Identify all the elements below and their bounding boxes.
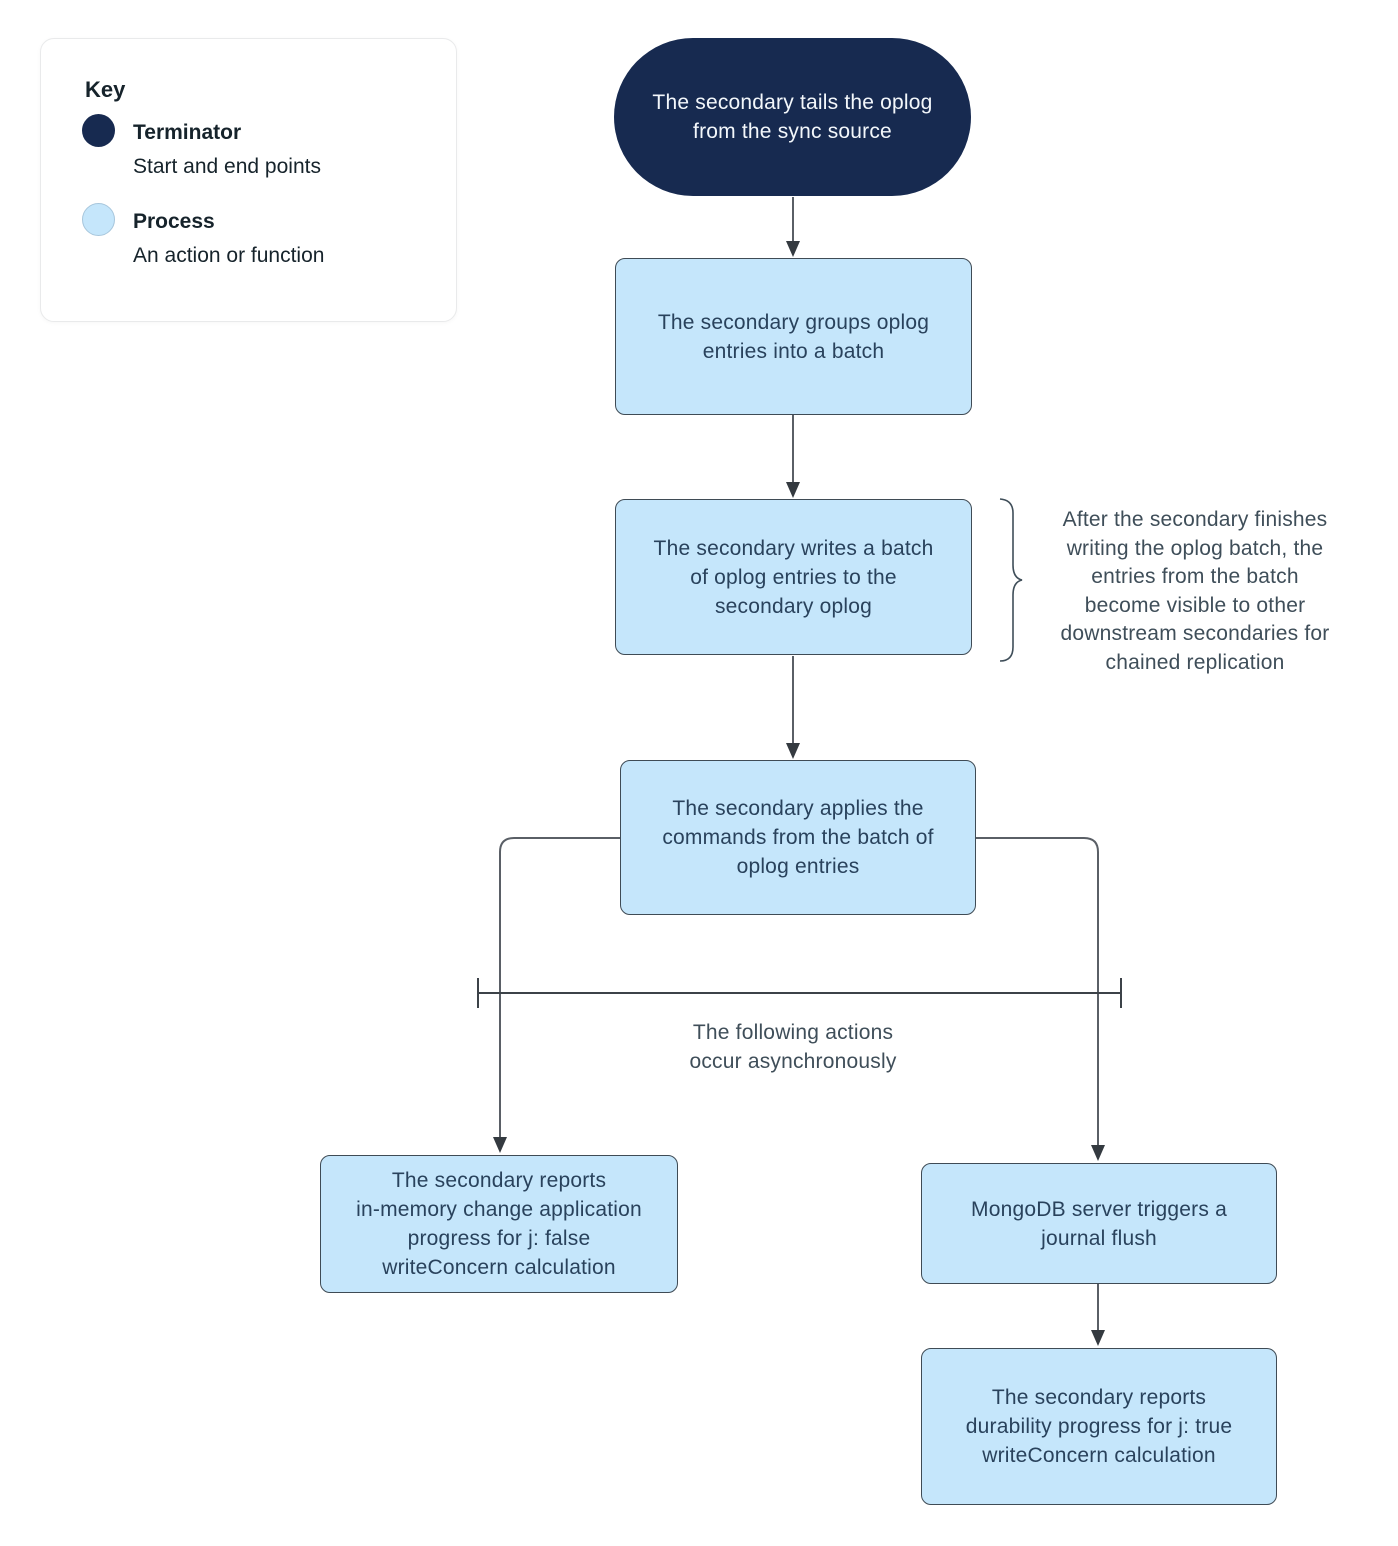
node-journal-flush: MongoDB server triggers a journal flush [921, 1163, 1277, 1284]
node-report-in-memory-text: The secondary reports in-memory change a… [356, 1169, 642, 1279]
node-start-terminator: The secondary tails the oplog from the s… [614, 38, 971, 196]
terminator-swatch [82, 114, 115, 147]
node-group-batch: The secondary groups oplog entries into … [615, 258, 972, 415]
branch-left [499, 837, 620, 1138]
node-write-batch: The secondary writes a batch of oplog en… [615, 499, 972, 655]
node-apply-commands-text: The secondary applies the commands from … [662, 797, 934, 878]
legend-panel: Key Terminator Start and end points Proc… [40, 38, 457, 322]
legend-title: Key [85, 77, 126, 102]
arrowhead [1091, 1330, 1105, 1346]
arrowhead [786, 241, 800, 257]
arrowhead [1091, 1145, 1105, 1161]
node-write-batch-text: The secondary writes a batch of oplog en… [653, 536, 934, 618]
arrowhead [493, 1137, 507, 1153]
curly-brace [999, 498, 1023, 662]
branch-right [976, 837, 1099, 1146]
legend-process-label: Process [133, 210, 215, 233]
legend-terminator-description: Start and end points [133, 155, 321, 178]
brace-annotation: After the secondary finishes writing the… [1060, 508, 1330, 674]
node-report-in-memory: The secondary reports in-memory change a… [320, 1155, 678, 1293]
node-group-batch-text: The secondary groups oplog entries into … [657, 310, 930, 363]
async-annotation: The following actions occur asynchronous… [689, 1021, 897, 1073]
legend-terminator-label: Terminator [133, 121, 242, 144]
node-report-durability: The secondary reports durability progres… [921, 1348, 1277, 1505]
arrowhead [786, 482, 800, 498]
node-report-durability-text: The secondary reports durability progres… [965, 1386, 1233, 1467]
legend-process-description: An action or function [133, 244, 325, 267]
process-swatch [82, 203, 115, 236]
node-start-text: The secondary tails the oplog from the s… [652, 91, 933, 143]
arrowhead [786, 743, 800, 759]
node-journal-flush-text: MongoDB server triggers a journal flush [971, 1197, 1227, 1250]
node-apply-commands: The secondary applies the commands from … [620, 760, 976, 915]
